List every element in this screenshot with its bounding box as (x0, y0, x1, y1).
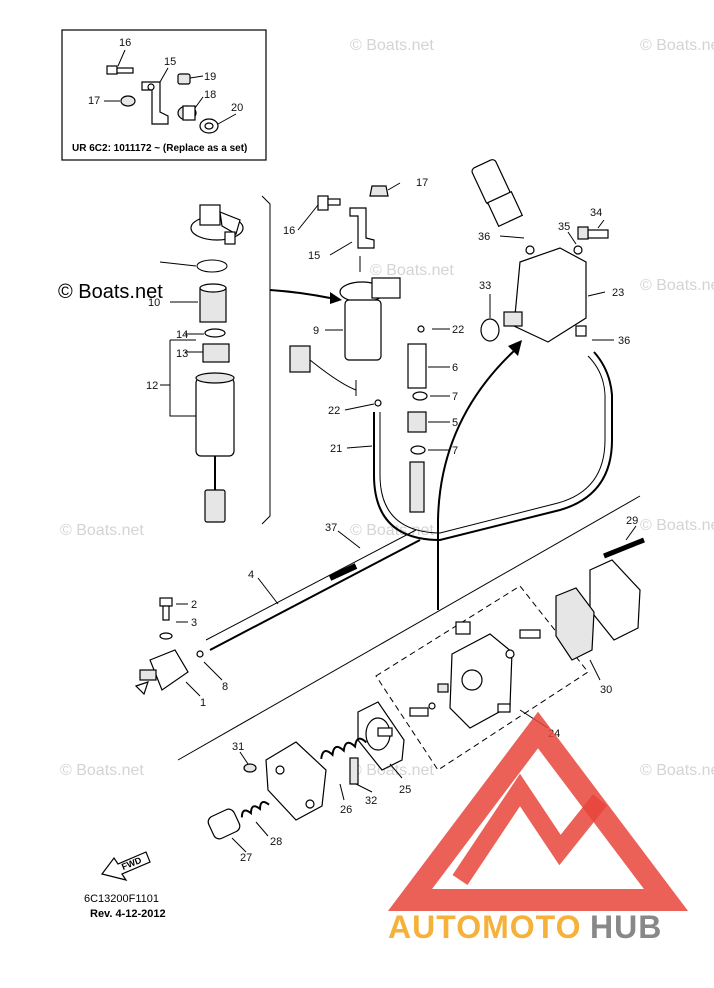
callout-16: 16 (119, 37, 131, 49)
fuel-pump: 23 33 36 34 35 36 (471, 159, 630, 347)
callout-37: 37 (325, 522, 337, 534)
callout-17: 17 (88, 95, 100, 107)
callout-17: 17 (416, 177, 428, 189)
diaphragm-assy: 25 26 32 (320, 701, 411, 816)
callout-15: 15 (164, 56, 176, 68)
watermark: © Boats.net (640, 37, 714, 54)
callout-14: 14 (176, 329, 188, 341)
callout-21: 21 (330, 443, 342, 455)
callout-22: 22 (452, 324, 464, 336)
callout-8: 8 (222, 681, 228, 693)
watermark-dark: © Boats.net (58, 281, 163, 303)
callout-18: 18 (204, 89, 216, 101)
callout-23: 23 (612, 287, 624, 299)
callout-26: 26 (340, 804, 352, 816)
watermark: © Boats.net (350, 762, 434, 779)
callout-7: 7 (452, 391, 458, 403)
callout-34: 34 (590, 207, 602, 219)
watermark: © Boats.net (640, 277, 714, 294)
callout-19: 19 (204, 71, 216, 83)
callout-15: 15 (308, 250, 320, 262)
pump-cover: 29 30 (555, 515, 645, 696)
callout-36: 36 (618, 335, 630, 347)
hose-fittings: 22 6 7 5 7 22 21 (328, 324, 464, 513)
inset-box: 16 15 19 18 17 20 UR 6C2: 1011172 ~ (Rep… (61, 29, 267, 161)
diagram-code: 6C13200F1101 (84, 893, 159, 905)
callout-1: 1 (200, 697, 206, 709)
watermark: © Boats.net (60, 762, 144, 779)
callout-32: 32 (365, 795, 377, 807)
watermark: © Boats.net (60, 522, 144, 539)
watermark: © Boats.net (350, 37, 434, 54)
callout-7: 7 (452, 445, 458, 457)
callout-25: 25 (399, 784, 411, 796)
callout-30: 30 (600, 684, 612, 696)
callout-28: 28 (270, 836, 282, 848)
callout-9: 9 (313, 325, 319, 337)
callout-3: 3 (191, 617, 197, 629)
revision: Rev. 4-12-2012 (90, 908, 166, 920)
callout-27: 27 (240, 852, 252, 864)
callout-16: 16 (283, 225, 295, 237)
automotohub-logo: AUTOMOTO HUB (387, 711, 689, 945)
watermark: © Boats.net (640, 517, 714, 534)
callout-12: 12 (146, 380, 158, 392)
watermarks: © Boats.net © Boats.net © Boats.net © Bo… (58, 35, 714, 779)
lower-cover-assy: 31 28 27 (207, 741, 327, 864)
callout-35: 35 (558, 221, 570, 233)
inset-caption: UR 6C2: 1011172 ~ (Replace as a set) (72, 143, 247, 154)
callout-2: 2 (191, 599, 197, 611)
callout-29: 29 (626, 515, 638, 527)
callout-22: 22 (328, 405, 340, 417)
callout-10: 10 (148, 297, 160, 309)
callout-4: 4 (248, 569, 254, 581)
watermark: © Boats.net (370, 262, 454, 279)
callout-31: 31 (232, 741, 244, 753)
watermark: © Boats.net (640, 762, 714, 779)
fuel-filter-exploded: 10 14 13 12 (146, 204, 244, 523)
logo-text-hub: HUB (590, 909, 662, 945)
callout-6: 6 (452, 362, 458, 374)
callout-20: 20 (231, 102, 243, 114)
callout-33: 33 (479, 280, 491, 292)
callout-13: 13 (176, 348, 188, 360)
watermark: © Boats.net (350, 522, 434, 539)
callout-5: 5 (452, 417, 458, 429)
logo-text-automoto: AUTOMOTO (388, 909, 581, 945)
fuel-filter-assembled: 16 15 17 9 (283, 177, 428, 396)
callout-36: 36 (478, 231, 490, 243)
pump-body (409, 621, 541, 729)
fuel-joint: 2 3 1 8 (134, 597, 228, 709)
fwd-arrow-icon: FWD (100, 851, 151, 881)
